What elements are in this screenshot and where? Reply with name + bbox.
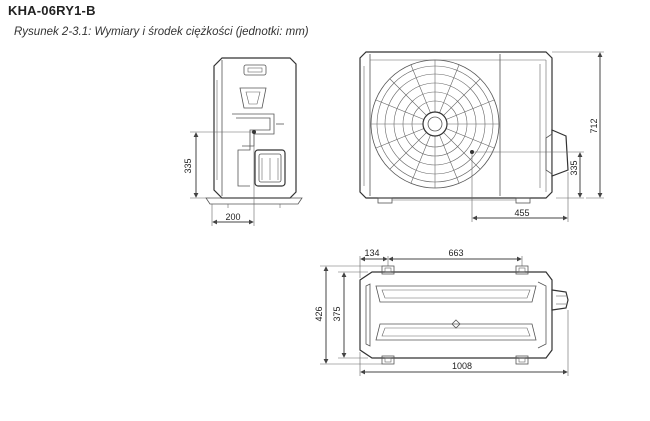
side-height-label: 335 xyxy=(183,158,193,173)
top-depth-outer-label: 426 xyxy=(314,306,324,321)
front-cg-height-label: 335 xyxy=(569,160,579,175)
top-view: 134 663 426 375 1008 xyxy=(314,248,569,376)
front-total-height-label: 712 xyxy=(589,118,599,133)
side-view: 335 200 xyxy=(183,57,303,226)
model-title: KHA-06RY1-B xyxy=(8,3,96,18)
front-view: 335 712 455 xyxy=(359,51,604,222)
top-depth-inner-label: 375 xyxy=(332,306,342,321)
front-cg-width-label: 455 xyxy=(514,208,529,218)
top-width-label: 1008 xyxy=(452,361,472,371)
top-foot-span-label: 663 xyxy=(448,248,463,258)
side-depth-label: 200 xyxy=(225,212,240,222)
top-left-offset-label: 134 xyxy=(364,248,379,258)
figure-caption: Rysunek 2-3.1: Wymiary i środek ciężkośc… xyxy=(14,26,309,38)
